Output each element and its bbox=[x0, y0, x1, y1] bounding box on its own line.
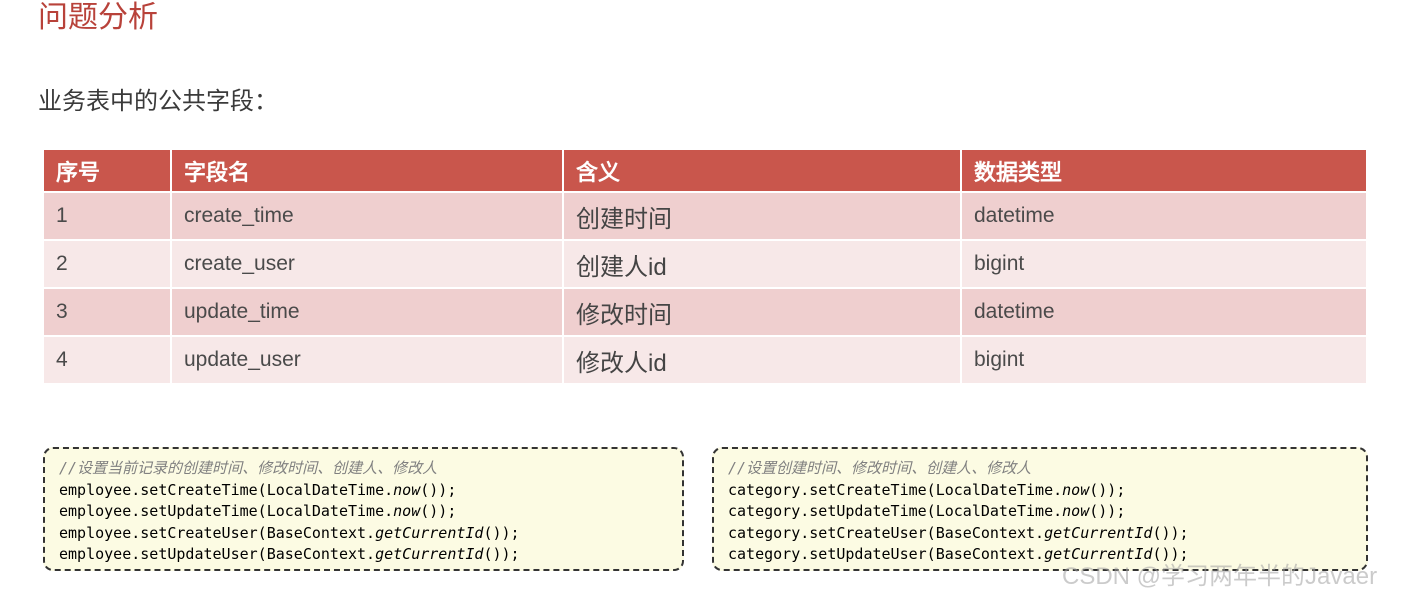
header-seq: 序号 bbox=[44, 150, 172, 192]
code-comment: //设置创建时间、修改时间、创建人、修改人 bbox=[728, 459, 1032, 477]
cell-data-type: bigint bbox=[961, 335, 1368, 383]
cell-meaning: 修改人id bbox=[563, 335, 962, 383]
code-line: employee.setCreateUser(BaseContext.getCu… bbox=[59, 523, 520, 542]
header-field-name: 字段名 bbox=[171, 150, 564, 192]
code-line: category.setCreateUser(BaseContext.getCu… bbox=[728, 523, 1189, 542]
cell-meaning: 创建时间 bbox=[563, 191, 962, 240]
cell-seq: 1 bbox=[44, 191, 172, 240]
code-line: category.setCreateTime(LocalDateTime.now… bbox=[728, 480, 1126, 499]
code-line: employee.setUpdateUser(BaseContext.getCu… bbox=[59, 545, 520, 563]
cell-data-type: bigint bbox=[961, 239, 1368, 288]
cell-seq: 3 bbox=[44, 287, 172, 336]
watermark: CSDN @学习两年半的Javaer bbox=[1062, 563, 1378, 590]
cell-seq: 2 bbox=[44, 239, 172, 288]
header-meaning: 含义 bbox=[563, 150, 962, 192]
cell-field-name: create_user bbox=[171, 239, 564, 288]
code-line: employee.setCreateTime(LocalDateTime.now… bbox=[59, 480, 457, 499]
table-row: 2 create_user 创建人id bigint bbox=[44, 239, 1368, 288]
code-comment: //设置当前记录的创建时间、修改时间、创建人、修改人 bbox=[59, 459, 438, 477]
header-data-type: 数据类型 bbox=[961, 150, 1368, 192]
code-snippet-employee: //设置当前记录的创建时间、修改时间、创建人、修改人 employee.setC… bbox=[43, 447, 684, 571]
cell-data-type: datetime bbox=[961, 287, 1368, 336]
cell-seq: 4 bbox=[44, 335, 172, 383]
code-line: employee.setUpdateTime(LocalDateTime.now… bbox=[59, 502, 457, 520]
code-snippet-category: //设置创建时间、修改时间、创建人、修改人 category.setCreate… bbox=[712, 447, 1368, 571]
table-row: 1 create_time 创建时间 datetime bbox=[44, 191, 1368, 240]
table-row: 3 update_time 修改时间 datetime bbox=[44, 287, 1368, 336]
table-header-row: 序号 字段名 含义 数据类型 bbox=[44, 150, 1368, 192]
common-fields-table: 序号 字段名 含义 数据类型 1 create_time 创建时间 dateti… bbox=[44, 150, 1368, 383]
cell-meaning: 修改时间 bbox=[563, 287, 962, 336]
code-line: category.setUpdateTime(LocalDateTime.now… bbox=[728, 502, 1126, 520]
cell-field-name: update_time bbox=[171, 287, 564, 336]
page-title: 问题分析 bbox=[38, 1, 158, 34]
section-subtitle: 业务表中的公共字段： bbox=[38, 88, 278, 115]
table-row: 4 update_user 修改人id bigint bbox=[44, 335, 1368, 383]
cell-meaning: 创建人id bbox=[563, 239, 962, 288]
cell-field-name: update_user bbox=[171, 335, 564, 383]
cell-data-type: datetime bbox=[961, 191, 1368, 240]
cell-field-name: create_time bbox=[171, 191, 564, 240]
code-line: category.setUpdateUser(BaseContext.getCu… bbox=[728, 545, 1189, 563]
